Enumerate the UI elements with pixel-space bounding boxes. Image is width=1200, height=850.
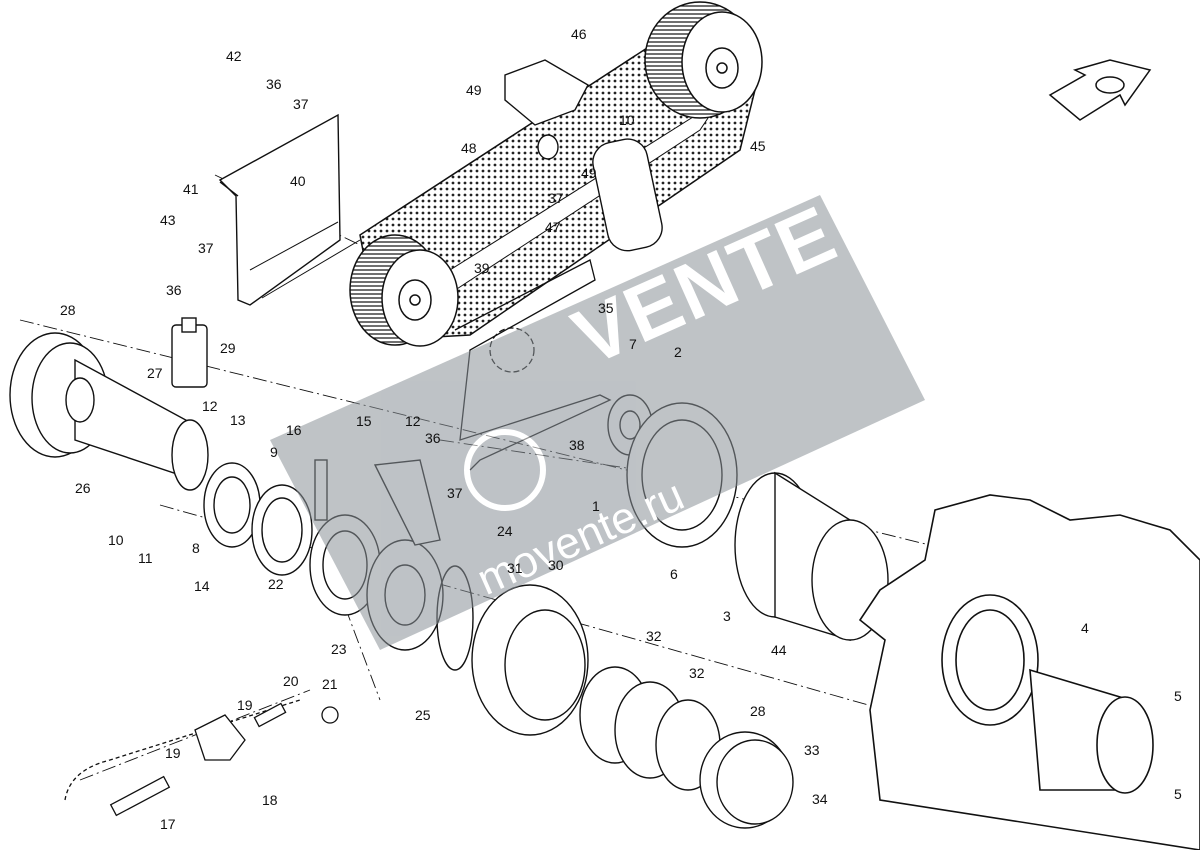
planetary-carriers	[579, 666, 721, 791]
callout-49: 49	[466, 82, 482, 98]
callout-25: 25	[415, 707, 431, 723]
callout-46: 46	[571, 26, 587, 42]
callout-11: 11	[138, 550, 153, 566]
callout-33: 33	[804, 742, 820, 758]
callout-37: 37	[447, 485, 463, 501]
callout-23: 23	[331, 641, 347, 657]
callout-39: 39	[474, 260, 490, 276]
left-hub-assembly	[9, 317, 209, 491]
callout-14: 14	[194, 578, 210, 594]
callout-16: 16	[286, 422, 302, 438]
drive-motor	[734, 471, 889, 641]
callout-2: 2	[674, 344, 682, 360]
callout-31: 31	[507, 560, 523, 576]
callout-18: 18	[262, 792, 278, 808]
callout-19: 19	[237, 697, 253, 713]
callout-20: 20	[283, 673, 299, 689]
front-wheel	[349, 234, 459, 347]
callout-1: 1	[592, 498, 600, 514]
callout-32: 32	[646, 628, 662, 644]
callout-37: 37	[198, 240, 214, 256]
end-cover	[699, 731, 794, 829]
callout-24: 24	[497, 523, 513, 539]
callout-28: 28	[60, 302, 76, 318]
callout-30: 30	[548, 557, 564, 573]
callout-9: 9	[270, 444, 278, 460]
callout-12: 12	[405, 413, 421, 429]
track-frame	[858, 494, 1200, 850]
callout-29: 29	[220, 340, 236, 356]
callout-36: 36	[425, 430, 441, 446]
callout-45: 45	[750, 138, 766, 154]
callout-6: 6	[670, 566, 678, 582]
callout-36: 36	[166, 282, 182, 298]
callout-19: 19	[165, 745, 181, 761]
callout-43: 43	[160, 212, 176, 228]
callout-15: 15	[356, 413, 372, 429]
callout-3: 3	[723, 608, 731, 624]
callout-28: 28	[750, 703, 766, 719]
callout-4: 4	[1081, 620, 1089, 636]
callout-44: 44	[771, 642, 787, 658]
callout-8: 8	[192, 540, 200, 556]
callout-48: 48	[461, 140, 477, 156]
callout-12: 12	[202, 398, 218, 414]
callout-41: 41	[183, 181, 199, 197]
callout-36: 36	[266, 76, 282, 92]
callout-10: 10	[619, 112, 635, 128]
direction-arrow-logo	[1048, 59, 1152, 121]
callout-5: 5	[1174, 688, 1182, 704]
callout-40: 40	[290, 173, 306, 189]
callout-17: 17	[160, 816, 176, 832]
watermark	[270, 195, 925, 650]
callout-7: 7	[629, 336, 637, 352]
callout-32: 32	[689, 665, 705, 681]
idler-bracket	[504, 59, 663, 252]
callout-38: 38	[569, 437, 585, 453]
callout-13: 13	[230, 412, 246, 428]
central-hub	[436, 565, 589, 736]
callout-47: 47	[545, 219, 561, 235]
callout-10: 10	[108, 532, 124, 548]
callout-42: 42	[226, 48, 242, 64]
callout-49: 49	[581, 165, 597, 181]
callout-37: 37	[548, 190, 564, 206]
callout-26: 26	[75, 480, 91, 496]
mounting-plate	[218, 113, 361, 306]
callout-34: 34	[812, 791, 828, 807]
callout-27: 27	[147, 365, 163, 381]
callout-22: 22	[268, 576, 284, 592]
callout-21: 21	[322, 676, 338, 692]
callout-35: 35	[598, 300, 614, 316]
shaft-parts	[64, 699, 339, 817]
callout-5: 5	[1174, 786, 1182, 802]
callout-37: 37	[293, 96, 309, 112]
rear-wheel	[644, 1, 763, 119]
